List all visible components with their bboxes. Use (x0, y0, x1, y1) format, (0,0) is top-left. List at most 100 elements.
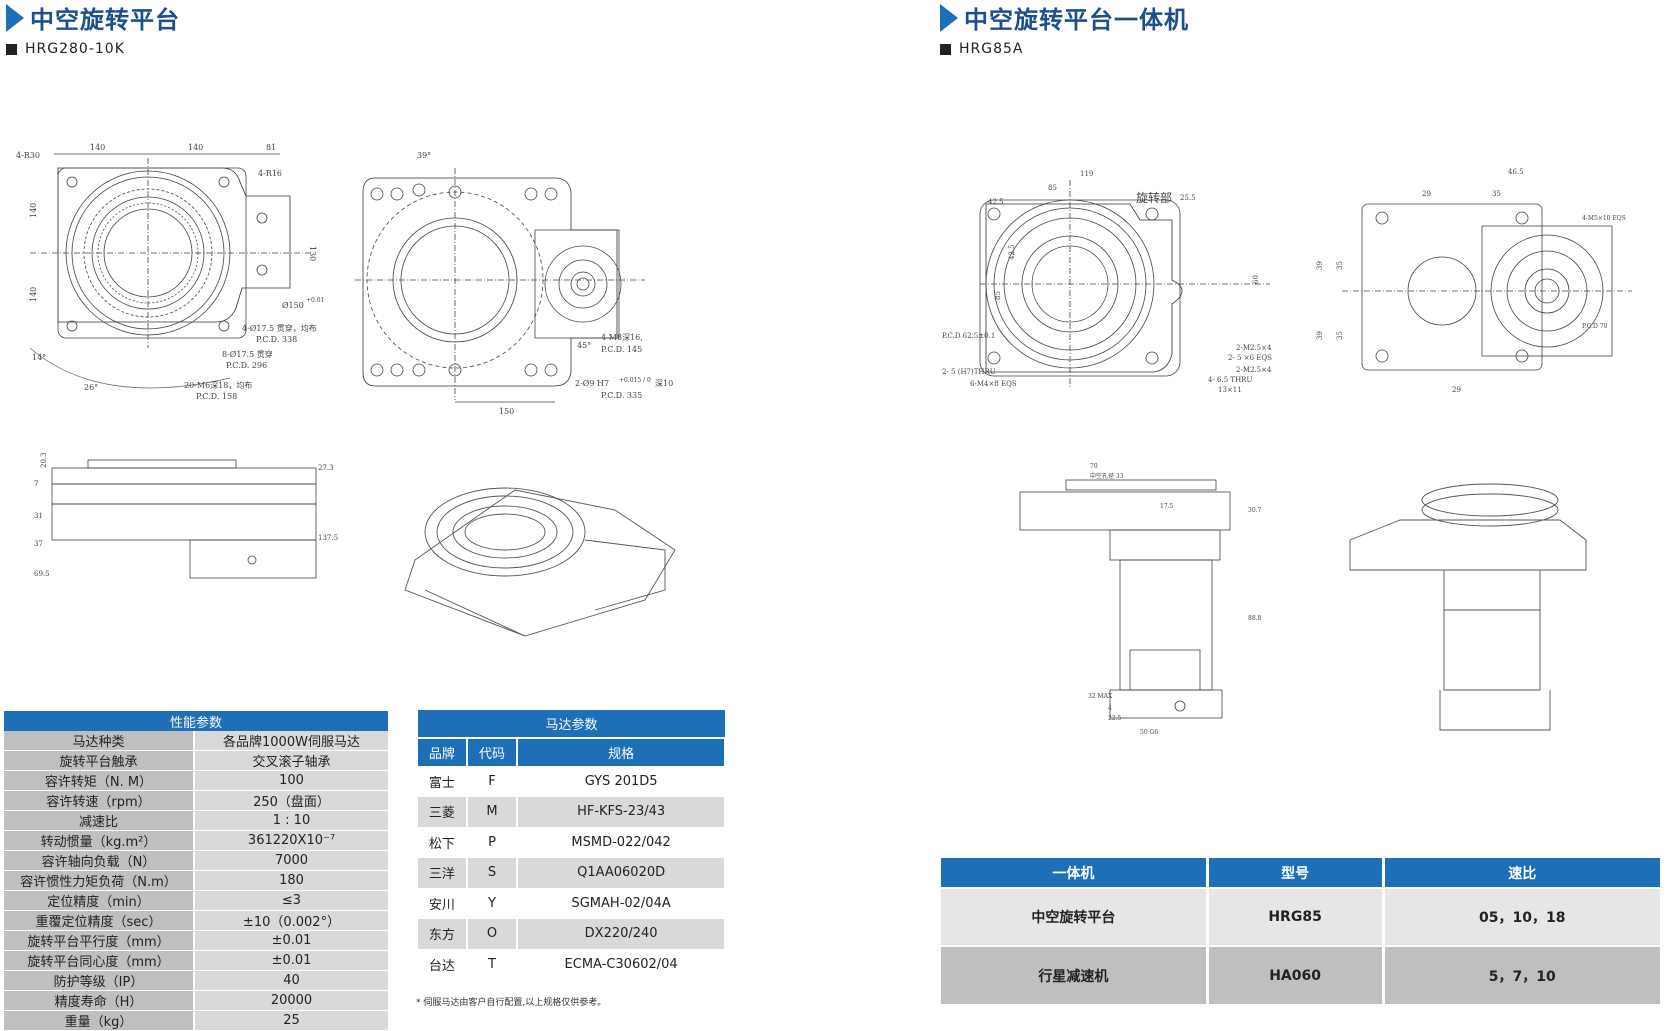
motor-cell: O (466, 918, 519, 949)
motor-cell: F (466, 766, 519, 797)
label-m2-5a: 2-M2.5×4 (1236, 344, 1272, 352)
label-m5: 4-M5×10 EQS (1582, 215, 1626, 222)
label-eqs: 2- 5 ×6 EQS (1228, 354, 1272, 362)
perf-key: 精度寿命（H） (4, 990, 195, 1011)
perf-row: 重量（kg）25 (4, 1010, 388, 1031)
dim-42-5: 42.5 (988, 198, 1004, 206)
label-thru: 2- 5 (H7)THRU (942, 368, 996, 376)
perf-value: ≤3 (194, 890, 388, 911)
dim-35: 35 (1492, 190, 1501, 198)
label-m2-5b: 2-M2.5×4 (1236, 366, 1272, 374)
dim-130: 130 (308, 246, 317, 261)
dim-119: 119 (1080, 170, 1093, 178)
dim-81: 81 (266, 143, 276, 152)
combo-cell: HA060 (1207, 945, 1385, 1004)
hrg85a-3d-view-drawing (1340, 480, 1590, 740)
hrg280-side-view-drawing: 20.3 7 31 37 69.5 27.3 137.5 (20, 450, 340, 600)
label-45deg: 45° (577, 341, 591, 350)
perf-value: 180 (194, 870, 388, 891)
dim-7: 7 (34, 480, 38, 488)
perf-row: 转动惯量（kg.m²）361220X10⁻⁷ (4, 830, 388, 851)
dim-140a: 140 (90, 143, 105, 152)
right-model: HRG85A (940, 41, 1024, 57)
motor-cell: 台达 (418, 949, 468, 980)
dim-137-5: 137.5 (318, 534, 338, 542)
dim-35b: 35 (1336, 331, 1344, 340)
dim-35a: 35 (1336, 261, 1344, 270)
combo-table: 一体机 型号 速比 中空旋转平台 HRG85 05，10，18 行星减速机 HA… (941, 858, 1664, 1004)
label-thru13: 13×11 (1218, 386, 1242, 394)
perf-row: 防护等级（IP）40 (4, 970, 388, 991)
perf-value: 交叉滚子轴承 (194, 750, 388, 771)
perf-row: 精度寿命（H）20000 (4, 990, 388, 1011)
right-model-text: HRG85A (959, 41, 1024, 57)
motor-cell: M (466, 796, 519, 827)
perf-value: ±10（0.002°） (194, 910, 388, 931)
label-26deg: 26° (84, 383, 98, 392)
label-rotate-part: 旋转部 (1136, 190, 1172, 205)
motor-header-brand: 品牌 (418, 737, 468, 766)
left-model: HRG280-10K (6, 41, 125, 57)
hrg280-bottom-view-drawing: 39° 45° 4-M8深16, P.C.D. 145 2-Ø9 H7 +0.0… (355, 138, 725, 428)
hrg85a-top-view-drawing: 119 85 42.5 25.5 旋转部 42.5 85 60 P.C.D 62… (940, 160, 1280, 420)
perf-value: 1 : 10 (194, 810, 388, 831)
motor-cell: SGMAH-02/04A (517, 888, 726, 919)
dim-left-85: 85 (994, 291, 1002, 300)
combo-cell: 中空旋转平台 (941, 887, 1209, 946)
combo-header-unit: 一体机 (941, 858, 1209, 888)
dim-bottom-29: 29 (1452, 386, 1461, 394)
dim-150: 150 (499, 407, 514, 416)
combo-header-model: 型号 (1207, 858, 1385, 888)
label-bore-tol: +0.01 (306, 297, 324, 304)
perf-key: 旋转平台同心度（mm） (4, 950, 195, 971)
motor-cell: ECMA-C30602/04 (517, 949, 726, 980)
left-title-text: 中空旋转平台 (30, 6, 180, 34)
triangle-icon (940, 3, 958, 32)
motor-header-code: 代码 (466, 737, 519, 766)
combo-cell: 05，10，18 (1383, 887, 1664, 946)
motor-cell: S (466, 857, 519, 888)
label-pcd335: P.C.D. 335 (601, 391, 642, 400)
perf-key: 容许惯性力矩负荷（N.m） (4, 870, 195, 891)
motor-cell: DX220/240 (517, 918, 726, 949)
performance-table: 性能参数 马达种类各品牌1000W伺服马达旋转平台触承交叉滚子轴承容许转矩（N.… (4, 711, 388, 1031)
perf-row: 容许转速（rpm）250（盘面） (4, 790, 388, 811)
dim-30-7: 30.7 (1248, 507, 1262, 514)
label-14deg: 14° (32, 353, 46, 362)
label-pcd338: P.C.D. 338 (256, 335, 297, 344)
perf-row: 容许轴向负载（N）7000 (4, 850, 388, 871)
motor-note: * 伺服马达由客户自行配置,以上规格仅供参考。 (416, 998, 607, 1008)
label-bore-33: 中空孔径 33 (1090, 472, 1124, 480)
perf-row: 容许惯性力矩负荷（N.m）180 (4, 870, 388, 891)
label-holes3: 20-M6深18，均布 (184, 380, 252, 390)
label-r16: 4-R16 (258, 169, 282, 178)
label-h7: 2-Ø9 H7 (575, 379, 609, 388)
perf-value: 100 (194, 770, 388, 791)
dim-70: 70 (1090, 463, 1098, 470)
perf-value: 7000 (194, 850, 388, 871)
label-m4: 6-M4×8 EQS (970, 380, 1017, 388)
perf-value: ±0.01 (194, 930, 388, 951)
perf-key: 定位精度（min） (4, 890, 195, 911)
perf-value: 25 (194, 1010, 388, 1031)
label-thru65: 4- 6.5 THRU (1208, 376, 1252, 384)
label-pcd145: P.C.D. 145 (601, 345, 642, 354)
motor-cell: Y (466, 888, 519, 919)
dim-50g6: 50 G6 (1140, 729, 1158, 736)
label-h7-tol: +0.015 / 0 (619, 377, 651, 384)
dim-4: 4 (1108, 705, 1112, 712)
perf-key: 转动惯量（kg.m²） (4, 830, 195, 851)
motor-cell: MSMD-022/042 (517, 827, 726, 858)
label-depth10: 深10 (655, 379, 673, 388)
perf-key: 马达种类 (4, 731, 195, 751)
dim-37: 37 (34, 540, 43, 548)
label-m8: 4-M8深16, (601, 333, 643, 342)
perf-row: 定位精度（min）≤3 (4, 890, 388, 911)
perf-value: 40 (194, 970, 388, 991)
perf-row: 旋转平台触承交叉滚子轴承 (4, 750, 388, 771)
